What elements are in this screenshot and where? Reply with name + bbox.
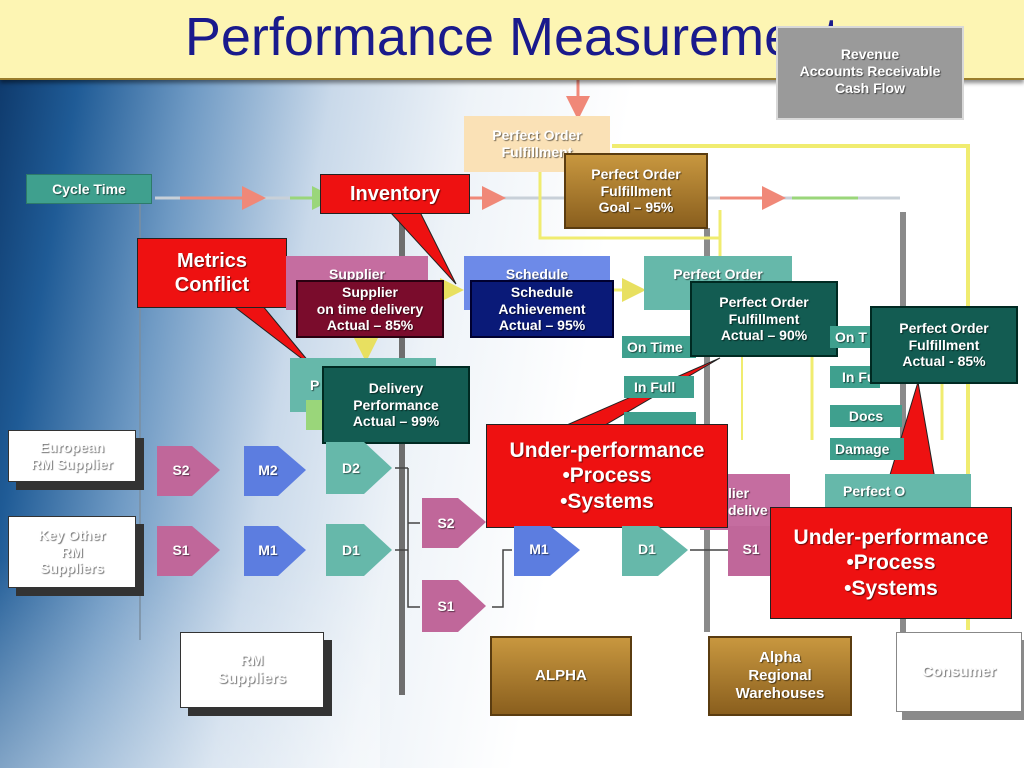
- perfect-order-85-box: Perfect Order Fulfillment Actual - 85%: [870, 306, 1018, 384]
- delivery-perf-box: Delivery Performance Actual – 99%: [322, 366, 470, 444]
- revenue-box: Revenue Accounts Receivable Cash Flow: [776, 26, 964, 120]
- delivery-perf-line1: Delivery: [368, 379, 424, 396]
- rm-suppliers-box: RM Suppliers: [180, 632, 324, 708]
- alpha-box: ALPHA: [490, 636, 632, 716]
- metrics-conflict-line2: Conflict: [174, 274, 250, 296]
- chevron-alpha-s1: [422, 580, 486, 632]
- chevron-d1: [326, 524, 392, 576]
- consumer-box: Consumer: [896, 632, 1022, 712]
- underperf-2-item2: •Systems: [844, 576, 938, 600]
- wh-perfect-partial-label: Perfect O: [843, 483, 906, 499]
- european-box: European RM Supplier: [8, 430, 136, 482]
- alpha-on-time: On Time: [622, 336, 696, 358]
- perfect-order-top-box: Perfect Order Fulfillment: [464, 116, 610, 172]
- perfect-order-top-label: Perfect Order Fulfillment: [492, 127, 582, 160]
- label-s2: S2: [172, 462, 190, 478]
- perfect-order-goal-line3: Goal – 95%: [598, 199, 674, 216]
- supplier-otd-line2: on time delivery: [316, 300, 424, 317]
- perfect-order-mid-label: Perfect Order: [673, 266, 763, 282]
- revenue-line2: Accounts Receivable: [799, 62, 941, 79]
- label-alpha-m1: M1: [529, 541, 549, 557]
- perfect-order-90-line3: Actual – 90%: [720, 327, 808, 344]
- perfect-order-goal-line2: Fulfillment: [600, 182, 672, 199]
- perfect-order-85-line3: Actual - 85%: [902, 353, 986, 370]
- label-alpha-s2: S2: [437, 515, 455, 531]
- alpha-regional-box: Alpha Regional Warehouses: [708, 636, 852, 716]
- feedback-line-top: [612, 144, 970, 212]
- underperf-callout-2: Under-performance •Process •Systems: [770, 507, 1012, 619]
- perfect-order-goal-line1: Perfect Order: [591, 165, 681, 182]
- delivery-perf-line2: Performance: [353, 396, 439, 413]
- underperf-2-title: Under-performance: [793, 526, 989, 550]
- rm-suppliers-line1: RM: [240, 652, 264, 669]
- alpha-regional-line2: Regional: [748, 667, 812, 684]
- wh-docs: Docs: [830, 405, 902, 427]
- schedule-achievement-line1: Schedule: [510, 283, 574, 300]
- schedule-achievement-box: Schedule Achievement Actual – 95%: [470, 280, 614, 338]
- perfect-order-85-line2: Fulfillment: [908, 336, 980, 353]
- label-m2: M2: [258, 462, 278, 478]
- page-title: Performance Measurement: [184, 7, 840, 67]
- chevron-s1: [157, 526, 220, 576]
- schedule-achievement-line2: Achievement: [498, 300, 586, 317]
- metrics-conflict-callout: Metrics Conflict: [137, 238, 287, 308]
- perfect-order-90-line1: Perfect Order: [719, 293, 809, 310]
- wh-supplier-partial-line1: lier: [728, 485, 750, 502]
- inventory-callout: Inventory: [320, 174, 470, 214]
- alpha-regional-line3: Warehouses: [735, 685, 825, 702]
- perfect-order-goal-box: Perfect Order Fulfillment Goal – 95%: [564, 153, 708, 229]
- schedule-achievement-line3: Actual – 95%: [498, 317, 586, 334]
- alpha-regional-line1: Alpha: [759, 649, 801, 666]
- metrics-conflict-line1: Metrics: [176, 250, 248, 272]
- cycle-time-box: Cycle Time: [26, 174, 152, 204]
- wh-in-full: In Fu: [830, 366, 880, 388]
- key-other-line1: Key Other: [38, 526, 106, 543]
- wh-on-time: On T: [830, 326, 882, 348]
- supplier-otd-line1: Supplier: [341, 283, 398, 300]
- underperf-callout-1: Under-performance •Process •Systems: [486, 424, 728, 528]
- supplier-otd-box: Supplier on time delivery Actual – 85%: [296, 280, 444, 338]
- chevron-m1: [244, 526, 306, 576]
- label-alpha-d1: D1: [638, 541, 656, 557]
- key-other-line3: Suppliers: [40, 560, 104, 577]
- label-s1: S1: [172, 542, 190, 558]
- label-m1: M1: [258, 542, 278, 558]
- revenue-line1: Revenue: [840, 46, 900, 62]
- wh-damage: Damage: [830, 438, 904, 460]
- chevron-s2: [157, 446, 220, 496]
- chevron-alpha-d1: [622, 526, 688, 576]
- underperf-1-item2: •Systems: [560, 489, 654, 513]
- supplier-box-label: Supplier: [328, 266, 385, 282]
- rm-suppliers-line2: Suppliers: [217, 670, 287, 687]
- wh-supplier-partial-line2: delive: [728, 502, 768, 518]
- alpha-in-full: In Full: [624, 376, 694, 398]
- european-line1: European: [39, 439, 105, 456]
- underperf-2-item1: •Process: [846, 551, 936, 575]
- key-other-box: Key Other RM Suppliers: [8, 516, 136, 588]
- underperf-1-title: Under-performance: [509, 439, 705, 463]
- underperf-1-item1: •Process: [562, 464, 652, 488]
- perfect-order-90-box: Perfect Order Fulfillment Actual – 90%: [690, 281, 838, 357]
- perfect-order-90-line2: Fulfillment: [728, 310, 800, 327]
- delivery-perf-line3: Actual – 99%: [352, 413, 440, 430]
- supplier-otd-line3: Actual – 85%: [326, 317, 414, 334]
- perfect-order-85-line1: Perfect Order: [899, 319, 989, 336]
- european-line2: RM Supplier: [31, 456, 113, 472]
- revenue-line3: Cash Flow: [834, 79, 905, 96]
- chevron-alpha-m1: [514, 526, 580, 576]
- label-d2: D2: [342, 460, 360, 476]
- label-d1: D1: [342, 542, 360, 558]
- key-other-line2: RM: [61, 543, 83, 560]
- chevron-d2: [326, 442, 392, 494]
- chevron-alpha-s2: [422, 498, 486, 548]
- label-alpha-s1: S1: [437, 598, 455, 614]
- chevron-m2: [244, 446, 306, 496]
- label-wh-s1: S1: [742, 541, 760, 557]
- schedule-box-label: Schedule: [505, 266, 569, 282]
